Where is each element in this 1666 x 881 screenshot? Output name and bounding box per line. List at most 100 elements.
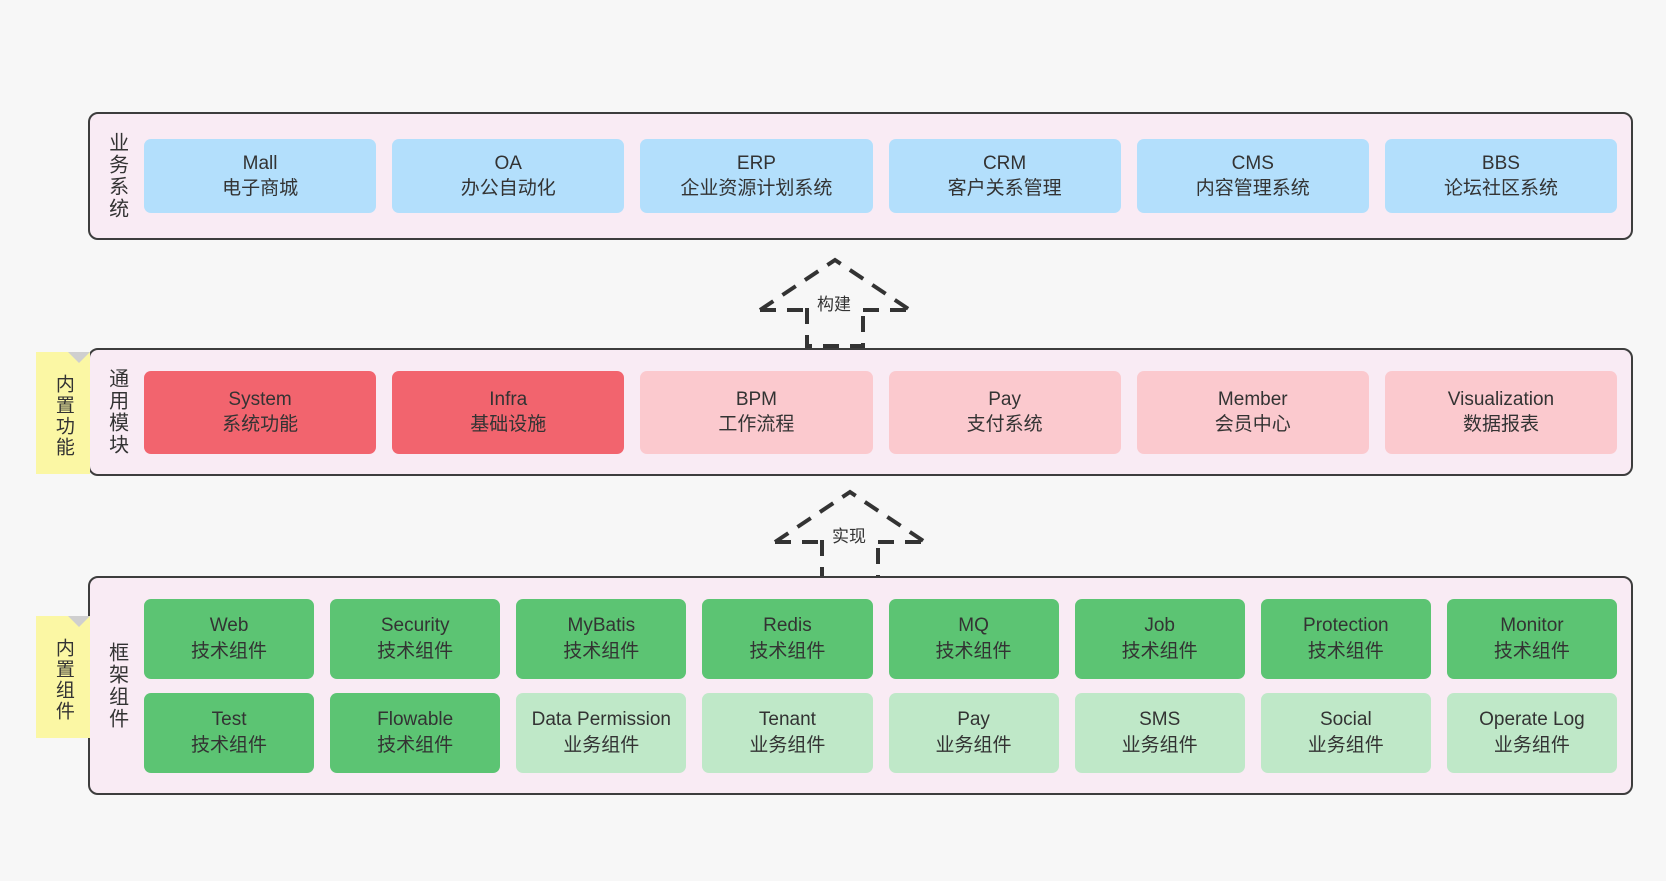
node-member[interactable]: Member 会员中心: [1136, 370, 1369, 454]
node-test[interactable]: Test 技术组件: [144, 692, 315, 773]
node-job[interactable]: Job 技术组件: [1074, 598, 1245, 679]
note-fold-corner-icon: [68, 616, 90, 638]
node-title-en: Mall: [242, 152, 278, 174]
node-title-cn: 技术组件: [377, 640, 454, 662]
node-oa[interactable]: OA 办公自动化: [392, 139, 625, 213]
dashed-generalization-arrow-icon: [758, 257, 912, 348]
node-cms[interactable]: CMS 内容管理系统: [1136, 139, 1369, 213]
node-title-cn: 工作流程: [718, 414, 795, 435]
connector-build: 构建: [755, 256, 915, 348]
node-title-en: Job: [1144, 615, 1175, 637]
node-title-cn: 系统功能: [222, 414, 299, 435]
node-title-cn: 技术组件: [749, 640, 826, 662]
node-title-cn: 客户关系管理: [947, 178, 1062, 199]
node-title-en: ERP: [736, 152, 776, 174]
node-title-en: Pay: [957, 709, 990, 731]
node-title-en: Pay: [988, 388, 1021, 410]
node-title-en: Visualization: [1447, 388, 1555, 410]
node-title-en: OA: [494, 152, 522, 174]
node-title-cn: 电子商城: [222, 178, 299, 199]
connector-implement: 实现: [770, 488, 930, 580]
layer-title-business: 业务系统: [105, 132, 128, 220]
node-title-en: Member: [1217, 388, 1288, 410]
node-bbs[interactable]: BBS 论坛社区系统: [1384, 139, 1618, 213]
node-title-en: MyBatis: [567, 615, 636, 637]
node-operate-log[interactable]: Operate Log 业务组件: [1446, 692, 1617, 773]
node-title-cn: 支付系统: [966, 414, 1043, 435]
node-title-en: SMS: [1139, 709, 1181, 731]
layer-body-framework: Web 技术组件 Security 技术组件 MyBatis 技术组件 Redi…: [138, 578, 1631, 793]
node-title-cn: 会员中心: [1214, 414, 1291, 435]
node-sms[interactable]: SMS 业务组件: [1074, 692, 1245, 773]
node-title-cn: 业务组件: [935, 734, 1012, 756]
node-security[interactable]: Security 技术组件: [330, 598, 501, 679]
node-title-cn: 业务组件: [749, 734, 826, 756]
node-title-en: Operate Log: [1479, 709, 1585, 731]
node-title-cn: 论坛社区系统: [1443, 178, 1558, 199]
layer-title-framework: 框架组件: [105, 641, 128, 730]
note-text: 内置功能: [52, 374, 74, 458]
node-row: Test 技术组件 Flowable 技术组件 Data Permission …: [144, 692, 1617, 773]
node-title-en: Test: [211, 709, 247, 731]
node-data-permission[interactable]: Data Permission 业务组件: [516, 692, 687, 773]
node-title-cn: 数据报表: [1462, 414, 1539, 435]
node-title-cn: 业务组件: [1307, 734, 1384, 756]
node-title-en: System: [228, 388, 292, 410]
node-title-cn: 企业资源计划系统: [680, 178, 833, 199]
node-title-cn: 技术组件: [1493, 640, 1570, 662]
node-row: Mall 电子商城 OA 办公自动化 ERP 企业资源计划系统 CRM 客户关系…: [144, 139, 1618, 213]
node-mybatis[interactable]: MyBatis 技术组件: [516, 598, 687, 679]
node-title-cn: 基础设施: [470, 414, 547, 435]
node-protection[interactable]: Protection 技术组件: [1260, 598, 1431, 679]
node-pay-component[interactable]: Pay 业务组件: [888, 692, 1059, 773]
node-monitor[interactable]: Monitor 技术组件: [1446, 598, 1617, 679]
node-title-cn: 办公自动化: [460, 178, 556, 199]
node-title-en: Redis: [763, 615, 812, 637]
node-title-cn: 技术组件: [1121, 640, 1198, 662]
node-title-en: CMS: [1231, 152, 1274, 174]
node-title-en: Infra: [489, 388, 528, 410]
node-title-cn: 技术组件: [1307, 640, 1384, 662]
node-row: System 系统功能 Infra 基础设施 BPM 工作流程 Pay 支付系统…: [144, 370, 1618, 454]
node-visualization[interactable]: Visualization 数据报表: [1384, 370, 1618, 454]
node-title-cn: 业务组件: [1121, 734, 1198, 756]
node-tenant[interactable]: Tenant 业务组件: [702, 692, 873, 773]
note-text: 内置组件: [52, 638, 74, 722]
node-title-cn: 技术组件: [191, 640, 268, 662]
node-pay[interactable]: Pay 支付系统: [888, 370, 1121, 454]
node-title-cn: 技术组件: [563, 640, 640, 662]
layer-business-systems: 业务系统 Mall 电子商城 OA 办公自动化 ERP 企业资源计划系统 CRM…: [88, 112, 1633, 240]
node-title-cn: 技术组件: [191, 734, 268, 756]
node-mq[interactable]: MQ 技术组件: [888, 598, 1059, 679]
node-title-cn: 业务组件: [1493, 734, 1570, 756]
node-title-en: MQ: [958, 615, 989, 637]
node-erp[interactable]: ERP 企业资源计划系统: [640, 139, 873, 213]
node-title-cn: 业务组件: [563, 734, 640, 756]
layer-body-business: Mall 电子商城 OA 办公自动化 ERP 企业资源计划系统 CRM 客户关系…: [138, 114, 1631, 238]
node-title-cn: 内容管理系统: [1195, 178, 1310, 199]
node-mall[interactable]: Mall 电子商城: [144, 139, 377, 213]
node-system[interactable]: System 系统功能: [144, 370, 377, 454]
note-fold-corner-icon: [68, 352, 90, 374]
node-row: Web 技术组件 Security 技术组件 MyBatis 技术组件 Redi…: [144, 598, 1617, 679]
node-title-en: Tenant: [758, 709, 816, 731]
note-builtin-function: 内置功能: [36, 352, 90, 474]
node-bpm[interactable]: BPM 工作流程: [640, 370, 873, 454]
node-infra[interactable]: Infra 基础设施: [392, 370, 625, 454]
node-title-en: Security: [380, 615, 450, 637]
node-title-en: Protection: [1303, 615, 1389, 637]
note-builtin-component: 内置组件: [36, 616, 90, 738]
node-title-en: BPM: [735, 388, 778, 410]
node-redis[interactable]: Redis 技术组件: [702, 598, 873, 679]
node-title-en: Data Permission: [531, 709, 671, 731]
node-social[interactable]: Social 业务组件: [1260, 692, 1431, 773]
dashed-generalization-arrow-icon: [773, 489, 927, 580]
layer-common-modules: 通用模块 System 系统功能 Infra 基础设施 BPM 工作流程 Pay…: [88, 348, 1633, 476]
node-title-en: BBS: [1481, 152, 1520, 174]
node-flowable[interactable]: Flowable 技术组件: [330, 692, 501, 773]
node-crm[interactable]: CRM 客户关系管理: [888, 139, 1121, 213]
node-title-en: Monitor: [1500, 615, 1564, 637]
node-title-en: Social: [1319, 709, 1372, 731]
node-web[interactable]: Web 技术组件: [144, 598, 315, 679]
